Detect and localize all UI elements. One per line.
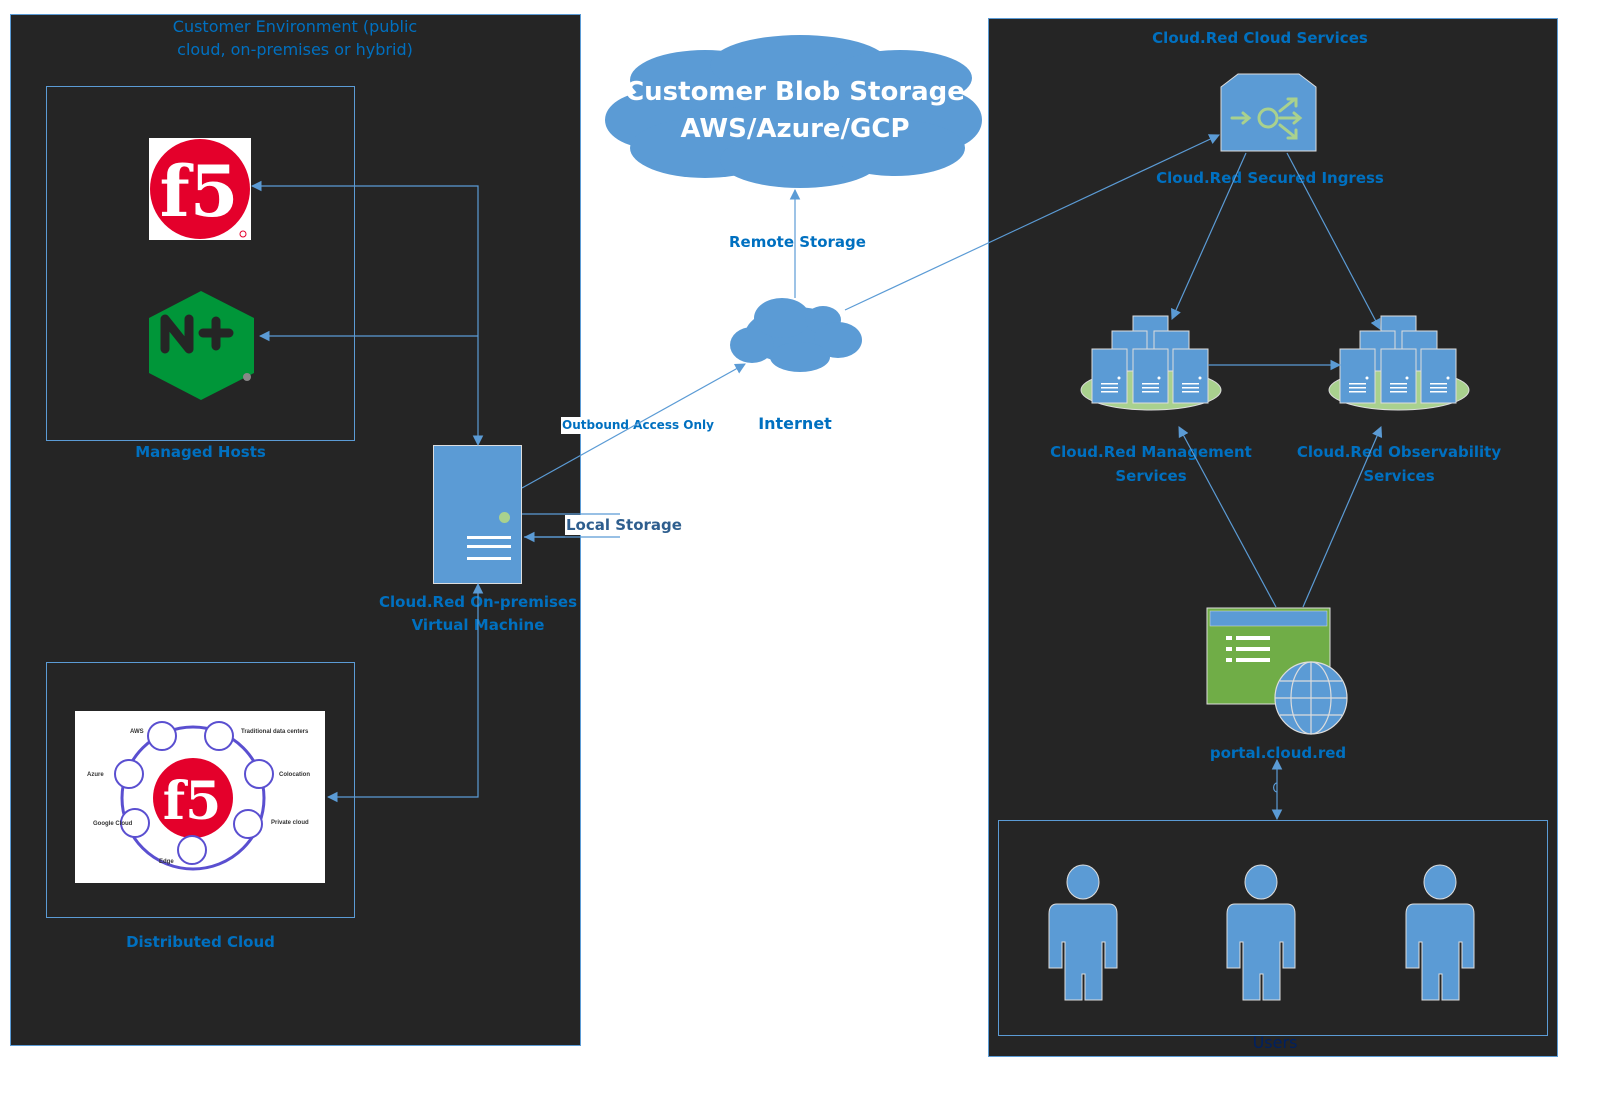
user-icon [1047,864,1119,1004]
vm-label-line2: Virtual Machine [411,616,545,634]
f5-logo-icon[interactable]: f5 [149,138,251,240]
blob-storage-line2: AWS/Azure/GCP [680,114,910,144]
vm-vent-lines-icon [467,536,511,560]
customer-environment-title-line2: cloud, on-premises or hybrid) [177,40,413,59]
vm-label-line1: Cloud.Red On-premises [378,593,578,611]
node-aws: AWS [130,729,144,735]
vm-status-led-icon [499,512,510,523]
observability-services-label-line1: Cloud.Red Observability [1296,443,1502,461]
node-azure: Azure [87,772,104,778]
node-traditional-dc: Traditional data centers [241,729,309,735]
internet-label: Internet [758,414,832,433]
globe-icon [1274,661,1348,735]
management-services-icon[interactable] [1080,314,1222,414]
management-services-label-line2: Services [1115,467,1187,485]
distributed-cloud-image[interactable]: f5 AWS Traditional data centers Colocati… [75,711,325,883]
on-prem-vm-icon[interactable] [433,445,522,584]
users-box [998,820,1548,1036]
node-edge: Edge [159,859,174,865]
cloud-services-title: Cloud.Red Cloud Services [1152,29,1368,47]
svg-text:f5: f5 [160,150,239,233]
outbound-access-label: Outbound Access Only [561,417,715,434]
user-icon [1404,864,1476,1004]
distributed-cloud-label: Distributed Cloud [126,933,275,951]
nginx-plus-logo-icon[interactable] [149,291,259,403]
management-services-label-line1: Cloud.Red Management [1050,443,1252,461]
portal-web-icon[interactable] [1206,607,1348,735]
node-private-cloud: Private cloud [271,820,309,826]
node-google-cloud: Google Cloud [93,821,133,827]
users-label: Users [1252,1033,1298,1052]
customer-environment-title-line1: Customer Environment (public [172,17,418,36]
node-colocation: Colocation [279,772,310,778]
svg-text:f5: f5 [163,771,222,832]
observability-services-icon[interactable] [1328,314,1470,414]
secured-ingress-label: Cloud.Red Secured Ingress [1156,169,1384,187]
managed-hosts-label: Managed Hosts [135,443,266,461]
portal-label[interactable]: portal.cloud.red [1209,744,1347,762]
remote-storage-label: Remote Storage [728,232,867,252]
user-icon [1225,864,1297,1004]
blob-storage-line1: Customer Blob Storage [625,77,965,107]
internet-cloud-icon [730,298,862,372]
local-storage-label: Local Storage [565,515,683,535]
secured-ingress-icon[interactable] [1220,73,1317,153]
observability-services-label-line2: Services [1363,467,1435,485]
